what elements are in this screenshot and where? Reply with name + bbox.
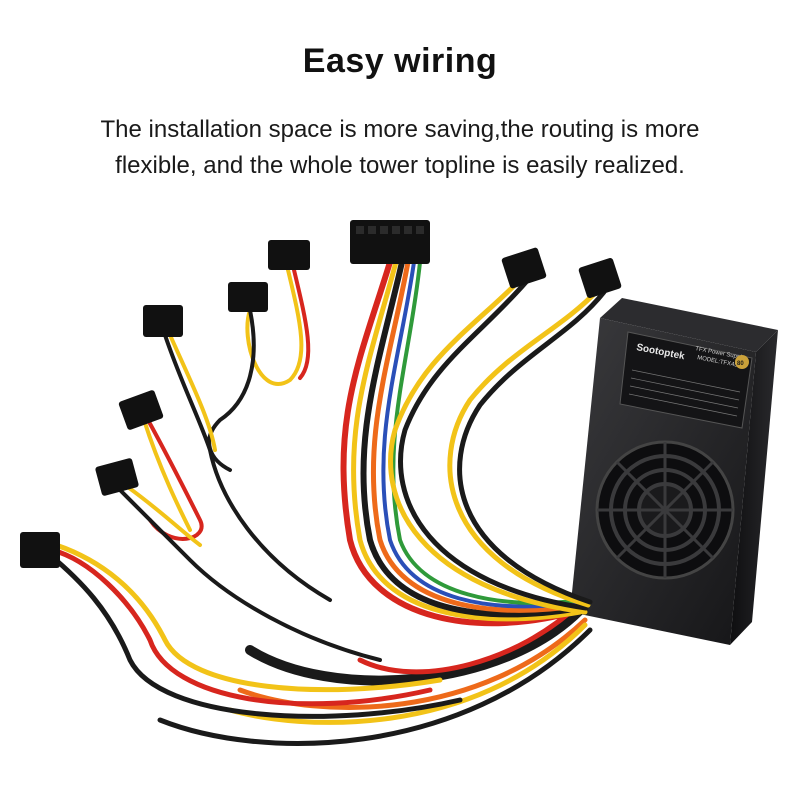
cpu-connector-1 (501, 247, 547, 289)
sata-connector-3 (118, 390, 164, 430)
description-line-1: The installation space is more saving,th… (100, 116, 700, 143)
power-supply-photo: Sootoptek TFX Power Supply MODEL:TFX450 … (20, 220, 778, 746)
psu-body: Sootoptek TFX Power Supply MODEL:TFX450 … (570, 298, 778, 645)
molex-connector-2 (20, 532, 60, 568)
description-line-2: flexible, and the whole tower topline is… (115, 152, 685, 179)
efficiency-badge-label: 80 (737, 361, 744, 367)
description: The installation space is more saving,th… (0, 112, 800, 184)
fan-grille (595, 440, 735, 580)
cable-bundle (157, 602, 593, 746)
cpu-cables (388, 277, 607, 615)
molex-connector-1 (143, 305, 183, 337)
heading: Easy wiring (302, 42, 498, 80)
peripheral-cables (47, 268, 463, 719)
main-24pin-cable (340, 259, 586, 627)
sata-connector-1 (268, 240, 310, 270)
sata-connector-4 (95, 458, 139, 496)
sata-connector-2 (228, 282, 268, 312)
cpu-connector-2 (578, 258, 622, 298)
efficiency-badge (735, 355, 749, 369)
